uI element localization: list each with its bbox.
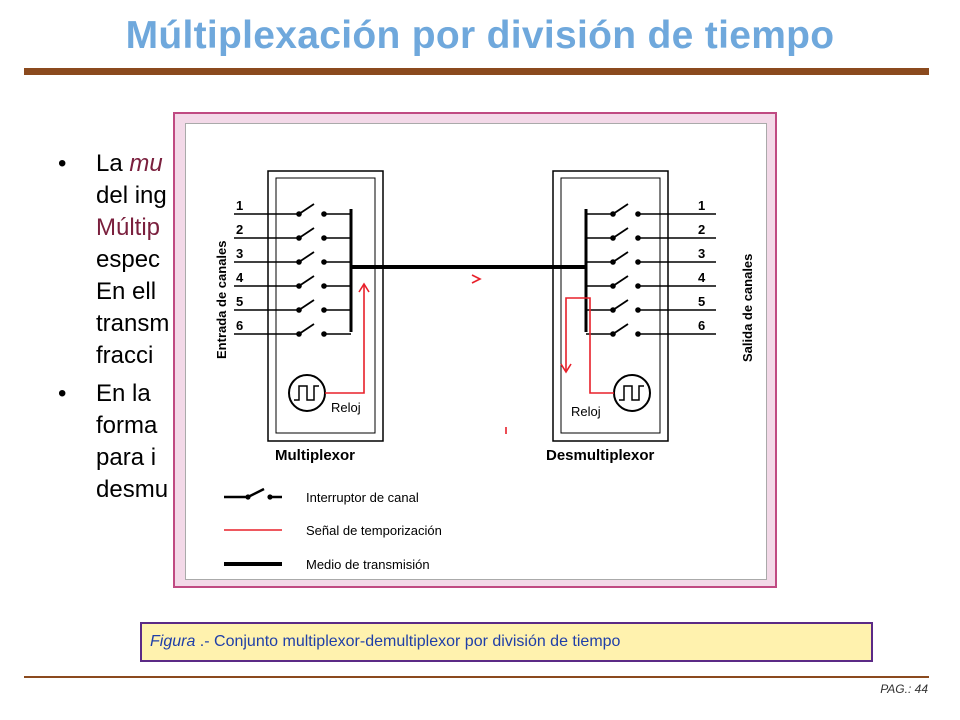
- text-run: para i: [96, 444, 157, 471]
- legend-timing-label: Señal de temporización: [306, 523, 442, 538]
- legend-medium-label: Medio de transmisión: [306, 557, 430, 572]
- output-channel-number: 3: [698, 246, 705, 261]
- output-channel-number: 2: [698, 222, 705, 237]
- clock-right-icon: [613, 374, 651, 412]
- title-divider: [24, 68, 929, 75]
- tdm-diagram: 1 2 3 4 5 6 1 2 3 4 5 6 Reloj Reloj: [214, 170, 755, 572]
- multiplexor-channel-switch-icon: [296, 203, 351, 217]
- bullet-line: En ell: [96, 276, 908, 308]
- output-channel-number: 1: [698, 198, 705, 213]
- multiplexor-channel-switch-icon: [296, 251, 351, 265]
- text-run: forma: [96, 412, 158, 439]
- input-channel-number: 4: [236, 270, 244, 285]
- caption-text: .- Conjunto multiplexor-demultiplexor po…: [195, 633, 621, 650]
- legend-switch-icon: [224, 487, 282, 500]
- text-run: La: [96, 150, 130, 177]
- text-run: espec: [96, 246, 161, 273]
- input-channel-number: 6: [236, 318, 243, 333]
- bullet-line: para i: [96, 442, 908, 474]
- text-run: Múltip: [96, 214, 161, 241]
- input-channel-number: 5: [236, 294, 243, 309]
- text-run: En ell: [96, 278, 157, 305]
- output-channel-number: 5: [698, 294, 705, 309]
- input-channel-number: 1: [236, 198, 243, 213]
- text-run: En la: [96, 380, 151, 407]
- footer-divider: [24, 676, 929, 678]
- text-run: del ing: [96, 182, 167, 209]
- demultiplexor-channel-switch-icon: [586, 203, 641, 217]
- multiplexor-channel-switch-icon: [296, 227, 351, 241]
- multiplexor-box: [267, 170, 384, 442]
- demultiplexor-channel-switch-icon: [586, 275, 641, 289]
- legend: Interruptor de canal Señal de temporizac…: [224, 487, 442, 572]
- input-channel-number: 2: [236, 222, 243, 237]
- multiplexor-channel-switch-icon: [296, 299, 351, 313]
- input-channels-label: Entrada de canales: [214, 241, 229, 360]
- input-channel-number: 3: [236, 246, 243, 261]
- output-channels-label: Salida de canales: [740, 254, 755, 362]
- demultiplexor-channel-switch-icon: [586, 299, 641, 313]
- caption-prefix: Figura: [150, 633, 196, 650]
- multiplexor-channel-switch-icon: [296, 275, 351, 289]
- demultiplexor-channel-switch-icon: [586, 227, 641, 241]
- bullet-line: desmu: [96, 474, 908, 506]
- demultiplexor-label: Desmultiplexor: [546, 447, 655, 464]
- diagram-frame: 1 2 3 4 5 6 1 2 3 4 5 6 Reloj Reloj: [173, 112, 777, 588]
- clock-left-icon: [288, 374, 326, 412]
- legend-switch-label: Interruptor de canal: [306, 490, 419, 505]
- bullet-line: fracci: [96, 340, 908, 372]
- clock-label-right: Reloj: [571, 404, 601, 419]
- diagram-panel: 1 2 3 4 5 6 1 2 3 4 5 6 Reloj Reloj: [185, 123, 767, 580]
- slide-title: Múltiplexación por división de tiempo: [125, 14, 835, 57]
- clock-label-left: Reloj: [331, 400, 361, 415]
- text-run: fracci: [96, 342, 154, 369]
- multiplexor-inner-box: [275, 177, 376, 434]
- timing-signal-left: [325, 282, 370, 394]
- demultiplexor-inner-box: [560, 177, 661, 434]
- multiplexor-channel-switch-icon: [296, 323, 351, 337]
- page-number: PAG.: 44: [880, 682, 928, 696]
- timing-signal-right: [471, 274, 614, 434]
- multiplexor-label: Multiplexor: [275, 447, 355, 464]
- demultiplexor-channel-switch-icon: [586, 251, 641, 265]
- bullet-line: Múltip: [96, 212, 908, 244]
- output-channel-number: 6: [698, 318, 705, 333]
- text-run: transm: [96, 310, 170, 337]
- figure-caption: Figura .- Conjunto multiplexor-demultipl…: [140, 622, 873, 662]
- text-run: mu: [129, 150, 163, 177]
- output-channel-number: 4: [698, 270, 706, 285]
- text-run: desmu: [96, 476, 169, 503]
- demultiplexor-channel-switch-icon: [586, 323, 641, 337]
- demultiplexor-box: [552, 170, 669, 442]
